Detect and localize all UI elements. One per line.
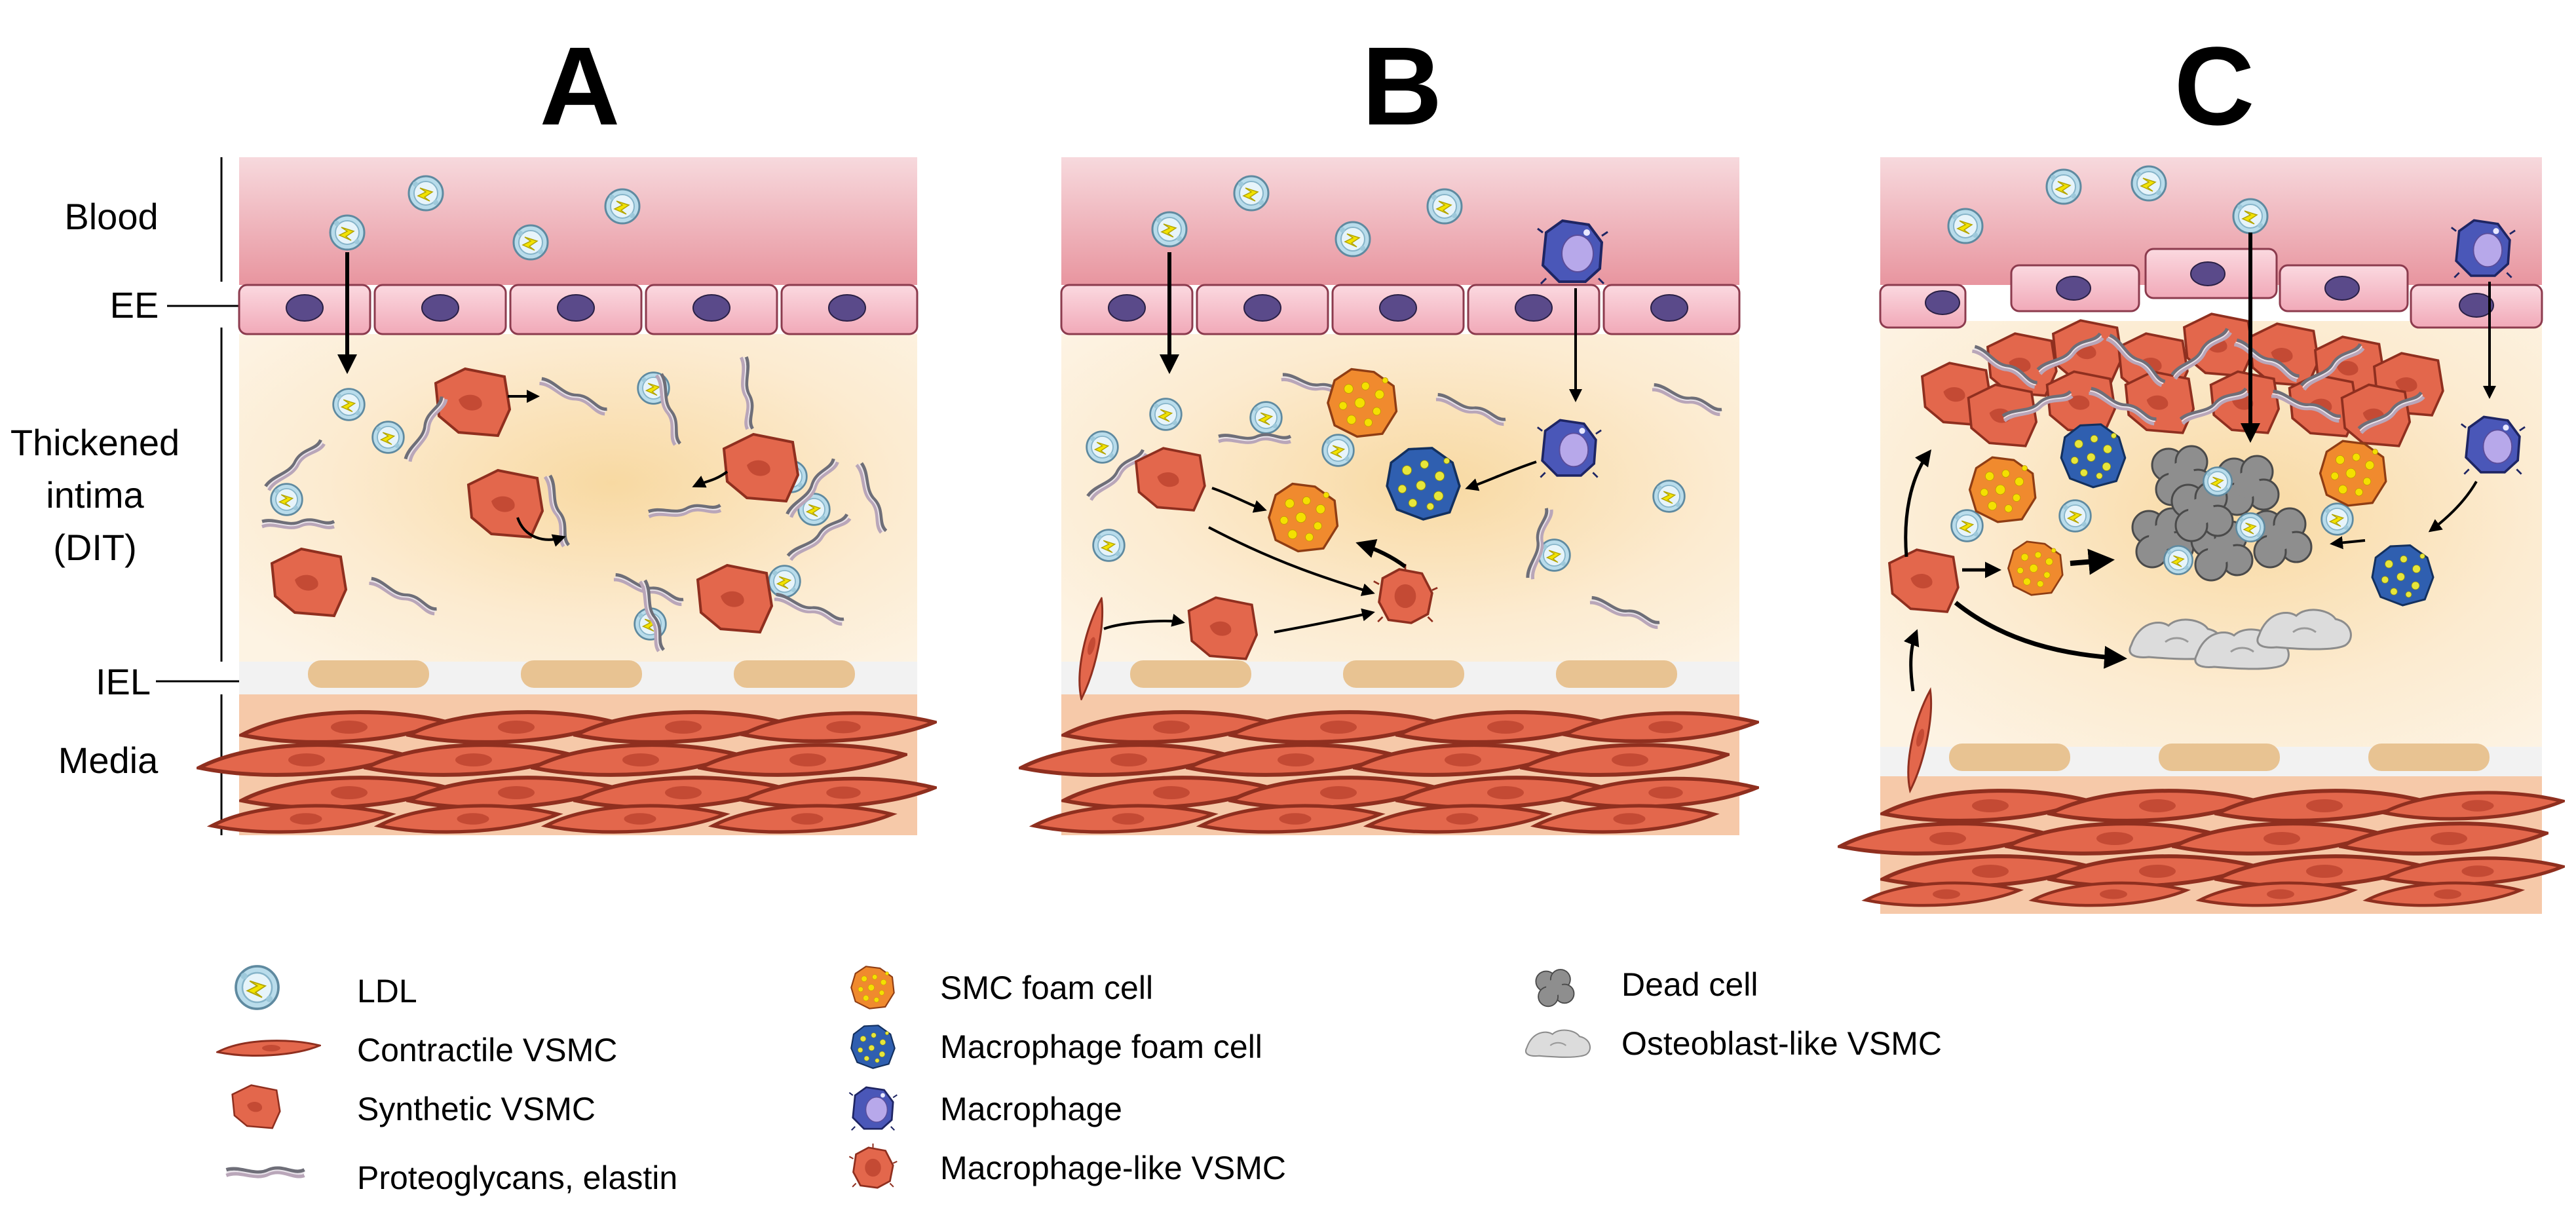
macrophage-icon bbox=[848, 1086, 898, 1131]
legend-label-smc-foam-cell: SMC foam cell bbox=[940, 970, 1153, 1006]
panel-c bbox=[1840, 157, 2563, 914]
legend-label-contractile-vsmc: Contractile VSMC bbox=[357, 1032, 617, 1068]
dead-cell-icon bbox=[1535, 969, 1575, 1008]
macrophage-foam-cell-icon bbox=[850, 1025, 896, 1069]
panel-letter-b: B bbox=[1362, 24, 1443, 149]
macrophage-like-vsmc-icon bbox=[848, 1143, 898, 1189]
osteoblast-like-vsmc-icon bbox=[1525, 1029, 1591, 1058]
endothelium-b bbox=[1060, 284, 1741, 335]
label-iel: IEL bbox=[96, 661, 151, 702]
label-intima-1: Thickened bbox=[10, 422, 180, 463]
legend-label-ldl: LDL bbox=[357, 973, 417, 1009]
contractile-vsmc-icon bbox=[216, 1040, 321, 1057]
legend-label-osteoblast-like-vsmc: Osteoblast-like VSMC bbox=[1621, 1025, 1942, 1062]
media-b bbox=[1021, 694, 1756, 835]
media-c bbox=[1840, 776, 2563, 914]
synthetic-vsmc-icon bbox=[231, 1084, 281, 1129]
legend-label-proteoglycans: Proteoglycans, elastin bbox=[357, 1159, 677, 1196]
legend-label-synthetic-vsmc: Synthetic VSMC bbox=[357, 1091, 596, 1127]
endothelium-c bbox=[1879, 248, 2543, 329]
label-intima-3: (DIT) bbox=[53, 527, 137, 568]
label-blood: Blood bbox=[64, 196, 158, 237]
legend: LDL Contractile VSMC Synthetic VSMC Prot… bbox=[216, 965, 1942, 1196]
panel-letter-c: C bbox=[2174, 24, 2255, 149]
label-ee: EE bbox=[110, 284, 159, 326]
layer-labels: Blood EE Thickened intima (DIT) IEL Medi… bbox=[10, 157, 239, 835]
label-media: Media bbox=[58, 740, 159, 781]
smc-foam-cell-icon bbox=[850, 966, 895, 1009]
legend-label-dead-cell: Dead cell bbox=[1621, 966, 1758, 1003]
panel-letter-a: A bbox=[540, 24, 620, 149]
legend-label-macrophage: Macrophage bbox=[940, 1091, 1122, 1127]
legend-label-macrophage-like-vsmc: Macrophage-like VSMC bbox=[940, 1150, 1286, 1186]
panel-a bbox=[199, 157, 934, 835]
panel-b bbox=[1021, 157, 1756, 835]
ldl-icon bbox=[235, 965, 280, 1010]
label-intima-2: intima bbox=[46, 474, 144, 516]
legend-label-macrophage-foam-cell: Macrophage foam cell bbox=[940, 1028, 1262, 1065]
media-a bbox=[199, 694, 934, 835]
endothelium-a bbox=[238, 284, 919, 335]
proteoglycan-icon bbox=[226, 1168, 304, 1177]
